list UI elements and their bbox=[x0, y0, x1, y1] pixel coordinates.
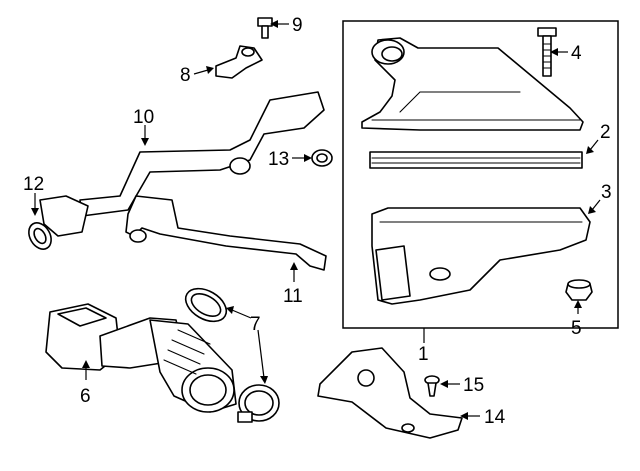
leader-lines bbox=[31, 20, 601, 420]
callout-8: 8 bbox=[180, 65, 191, 86]
hose-clamp-lower bbox=[237, 384, 280, 423]
grommet-12-part bbox=[28, 222, 52, 250]
callout-13: 13 bbox=[268, 149, 289, 170]
callout-14: 14 bbox=[484, 407, 506, 428]
callout-3: 3 bbox=[601, 182, 612, 203]
callout-12: 12 bbox=[23, 174, 44, 195]
sensor-bracket-part bbox=[215, 45, 263, 79]
air-cleaner-cover bbox=[361, 37, 584, 131]
callout-6: 6 bbox=[80, 386, 91, 407]
callout-4: 4 bbox=[571, 43, 582, 64]
deflector-bracket-part bbox=[317, 347, 463, 439]
callout-7: 7 bbox=[250, 314, 261, 335]
grommet-part bbox=[565, 279, 593, 301]
callout-9: 9 bbox=[292, 15, 303, 36]
air-cleaner-lower-housing bbox=[371, 207, 591, 305]
intake-hose-bellows bbox=[149, 319, 237, 413]
callout-15: 15 bbox=[463, 375, 484, 396]
bolt-small-part bbox=[257, 17, 273, 39]
clip-13-part bbox=[311, 149, 333, 167]
callout-1: 1 bbox=[418, 344, 429, 365]
callout-10: 10 bbox=[133, 107, 154, 128]
callout-11: 11 bbox=[283, 286, 303, 307]
hose-clamp-upper bbox=[184, 287, 228, 323]
air-filter-element bbox=[369, 151, 583, 169]
callout-labels: 1 2 3 4 5 6 7 8 9 10 11 12 13 14 15 bbox=[23, 15, 612, 428]
air-cleaner-assembly-box bbox=[342, 20, 619, 343]
vent-hose-part bbox=[125, 195, 327, 271]
callout-5: 5 bbox=[571, 318, 582, 339]
bolt-part bbox=[537, 27, 557, 77]
breather-tube-part bbox=[39, 91, 325, 237]
push-pin-part bbox=[424, 375, 440, 397]
callout-2: 2 bbox=[600, 122, 611, 143]
